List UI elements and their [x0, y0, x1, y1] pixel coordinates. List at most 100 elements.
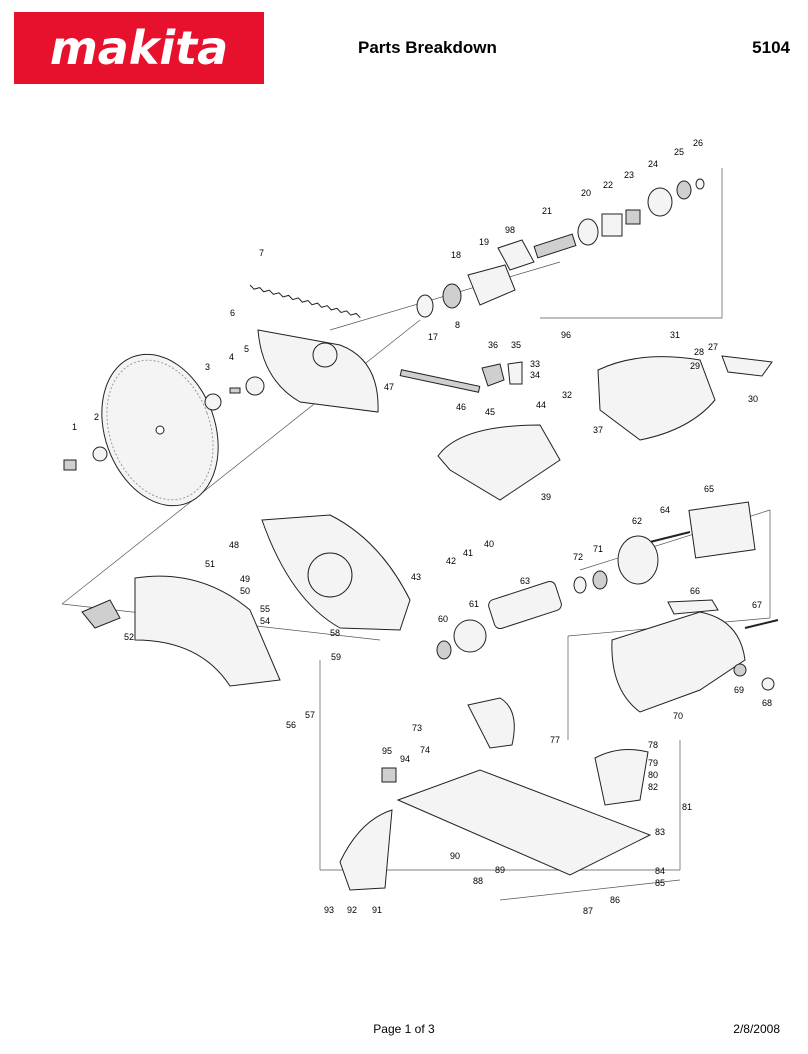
saw-blade — [101, 353, 219, 507]
callout-label: 23 — [624, 170, 634, 180]
callout-label: 26 — [693, 138, 703, 148]
handle-lever — [721, 355, 773, 377]
base-plate — [396, 769, 652, 876]
fan — [453, 619, 487, 653]
retaining-ring — [416, 294, 434, 318]
model-number: 5104 — [752, 38, 790, 57]
tapping-screw — [649, 531, 691, 543]
armature — [488, 580, 562, 630]
callout-label: 52 — [124, 632, 134, 642]
callout-label: 2 — [94, 412, 99, 422]
callout-label: 33 — [530, 359, 540, 369]
spring — [249, 284, 361, 319]
callout-label: 49 — [240, 574, 250, 584]
callout-label: 92 — [347, 905, 357, 915]
callout-label: 56 — [286, 720, 296, 730]
callout-label: 79 — [648, 758, 658, 768]
callout-label: 28 — [694, 347, 704, 357]
callout-label: 98 — [505, 225, 515, 235]
brush-holder — [733, 663, 747, 677]
bearing-motor — [573, 576, 587, 594]
callout-label: 44 — [536, 400, 546, 410]
callout-label: 64 — [660, 505, 670, 515]
callout-label: 81 — [682, 802, 692, 812]
callout-label: 83 — [655, 827, 665, 837]
callout-label: 20 — [581, 188, 591, 198]
callout-label: 40 — [484, 539, 494, 549]
callout-label: 73 — [412, 723, 422, 733]
callout-label: 7 — [259, 248, 264, 258]
rip-fence — [339, 809, 393, 891]
callout-label: 32 — [562, 390, 572, 400]
shaft-lock — [507, 361, 523, 385]
callout-label: 85 — [655, 878, 665, 888]
callout-labels: 1 2 3 4 5 6 7 8 17 18 19 98 21 20 22 23 … — [72, 138, 772, 916]
callout-label: 71 — [593, 544, 603, 554]
callout-label: 25 — [674, 147, 684, 157]
callout-label: 45 — [485, 407, 495, 417]
callout-label: 21 — [542, 206, 552, 216]
motor-housing — [611, 611, 746, 713]
logo-background — [14, 12, 264, 84]
callout-label: 3 — [205, 362, 210, 372]
callout-label: 94 — [400, 754, 410, 764]
callout-label: 91 — [372, 905, 382, 915]
callout-label: 60 — [438, 614, 448, 624]
clamp-nut — [381, 767, 397, 783]
page-title: Parts Breakdown — [358, 38, 497, 57]
gasket — [497, 239, 535, 271]
callout-label: 68 — [762, 698, 772, 708]
callout-label: 29 — [690, 361, 700, 371]
callout-label: 24 — [648, 159, 658, 169]
callout-label: 55 — [260, 604, 270, 614]
callout-label: 58 — [330, 628, 340, 638]
outer-flange — [92, 446, 108, 462]
callout-label: 42 — [446, 556, 456, 566]
callout-label: 48 — [229, 540, 239, 550]
bearing-small — [676, 180, 692, 200]
pin-shaft — [399, 369, 481, 393]
large-gear — [647, 187, 673, 217]
callout-label: 74 — [420, 745, 430, 755]
hex-bolt — [63, 459, 77, 471]
lock-lever — [481, 363, 505, 387]
callout-label: 30 — [748, 394, 758, 404]
callout-label: 59 — [331, 652, 341, 662]
blade-case — [437, 424, 561, 501]
callout-label: 43 — [411, 572, 421, 582]
callout-label: 19 — [479, 237, 489, 247]
brush-cap — [761, 677, 775, 691]
callout-label: 39 — [541, 492, 551, 502]
callout-label: 86 — [610, 895, 620, 905]
gear-housing — [597, 356, 716, 441]
callout-label: 70 — [673, 711, 683, 721]
callout-label: 37 — [593, 425, 603, 435]
depth-guide — [467, 697, 515, 749]
dust-nozzle — [81, 599, 121, 629]
callout-label: 17 — [428, 332, 438, 342]
callout-label: 66 — [690, 586, 700, 596]
bearing-front — [436, 640, 452, 660]
spindle — [533, 233, 577, 259]
callout-label: 61 — [469, 599, 479, 609]
compression-spring — [625, 209, 641, 225]
guard-fan — [307, 552, 353, 598]
callout-label: 65 — [704, 484, 714, 494]
lower-guard — [134, 575, 281, 687]
ball-bearing — [442, 283, 462, 309]
baffle-plate — [617, 535, 659, 585]
callout-label: 89 — [495, 865, 505, 875]
callout-label: 80 — [648, 770, 658, 780]
callout-label: 90 — [450, 851, 460, 861]
callout-label: 5 — [244, 344, 249, 354]
callout-label: 27 — [708, 342, 718, 352]
callout-label: 84 — [655, 866, 665, 876]
callout-label: 50 — [240, 586, 250, 596]
callout-label: 69 — [734, 685, 744, 695]
callout-label: 63 — [520, 576, 530, 586]
callout-label: 88 — [473, 876, 483, 886]
bearing-motor-rear — [592, 570, 608, 590]
callout-label: 47 — [384, 382, 394, 392]
assembly-lines — [61, 168, 771, 901]
callout-label: 82 — [648, 782, 658, 792]
